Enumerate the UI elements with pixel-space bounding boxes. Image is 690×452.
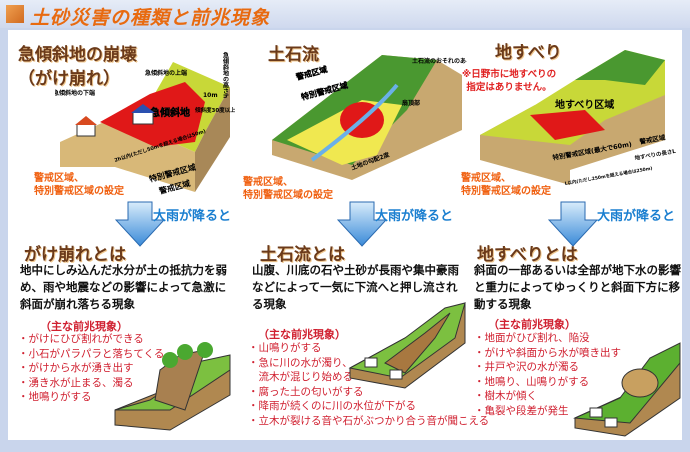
debris-flow-description: 山腹、川底の石や土砂が長雨や集中豪雨などによって一気に下流へと押し流される現象 bbox=[252, 263, 459, 311]
stream-line bbox=[310, 83, 399, 162]
debris-flow-diagram: 土石流のおそれのある渓流 警戒区域 特別警戒区域 扇頂部 土地の勾配2度 bbox=[272, 55, 467, 180]
tree-icon bbox=[177, 344, 193, 360]
debris-flow-illustration bbox=[348, 302, 466, 389]
down-arrow-icon bbox=[548, 201, 598, 247]
heavy-rain-label-2: 大雨が降ると bbox=[375, 209, 454, 224]
tree-icon bbox=[197, 342, 213, 358]
house-icon bbox=[589, 407, 603, 418]
forest-area bbox=[575, 50, 665, 85]
list-item: ・湧き水が止まる、濁る bbox=[18, 376, 134, 389]
label-length: 地すべりの長さL bbox=[634, 147, 677, 162]
label-10m: 10m bbox=[203, 92, 218, 99]
house-icon bbox=[604, 417, 618, 428]
house-roof bbox=[75, 116, 97, 125]
designation-line: 特別警戒区域の設定 bbox=[461, 186, 551, 197]
label-apex: 扇頂部 bbox=[402, 99, 420, 107]
landslide-illustration bbox=[573, 342, 681, 437]
signs-list-1: ・がけにひび割れができる・小石がパラパラと落ちてくる・がけから水が湧き出す・湧き… bbox=[18, 332, 164, 405]
cliff-collapse-description: 地中にしみ込んだ水分が土の抵抗力を弱め、雨や地震などの影響によって急激に斜面が崩… bbox=[20, 263, 227, 311]
list-item: 流木が混じり始める bbox=[248, 371, 353, 383]
list-item: ・がけから水が湧き出す bbox=[18, 362, 134, 374]
heading-cliff-collapse-sub: （がけ崩れ） bbox=[18, 69, 120, 89]
designation-line: 特別警戒区域の設定 bbox=[243, 190, 333, 201]
designation-text-3: 警戒区域、特別警戒区域の設定 bbox=[461, 172, 551, 198]
house-icon bbox=[132, 111, 154, 125]
list-item: ・山鳴りがする bbox=[248, 342, 322, 354]
signs-list-3: ・地面がひび割れ、陥没・がけや斜面から水が噴き出す・井戸や沢の水が濁る・地鳴り、… bbox=[474, 331, 621, 418]
cliff-face bbox=[195, 87, 230, 192]
list-item: ・井戸や沢の水が濁る bbox=[474, 361, 579, 373]
designation-line: 特別警戒区域の設定 bbox=[34, 186, 124, 197]
list-item: ・降雨が続くのに川の水位が下がる bbox=[248, 400, 416, 412]
landslide-description: 斜面の一部あるいは全部が地下水の影響と重力によってゆっくりと斜面下方に移動する現… bbox=[474, 263, 681, 311]
title-bar bbox=[0, 0, 690, 28]
list-item: ・地面がひび割れ、陥没 bbox=[474, 332, 590, 344]
list-item: ・亀裂や段差が発生 bbox=[474, 404, 569, 417]
signs-title-3: （主な前兆現象） bbox=[488, 318, 576, 331]
label-area: 地すべり区域 bbox=[555, 98, 614, 111]
label-slope: 急傾斜地 bbox=[150, 106, 190, 119]
list-item: ・急に川の水が濁り、 bbox=[248, 356, 353, 369]
signs-list-2: ・山鳴りがする・急に川の水が濁り、 流木が混じり始める・腐った土の匂いがする・降… bbox=[248, 341, 489, 428]
note-line: ※日野市に地すべりの bbox=[462, 69, 557, 80]
label-upper: 急傾斜地の上端 bbox=[145, 69, 187, 77]
what-is-cliff-collapse: がけ崩れとは bbox=[24, 245, 126, 265]
list-item: ・地鳴りがする bbox=[18, 391, 92, 403]
designation-text-1: 警戒区域、特別警戒区域の設定 bbox=[34, 172, 124, 198]
list-item: ・立木が裂ける音や石がぶつかり合う音が聞こえる bbox=[248, 414, 490, 427]
house-icon bbox=[389, 369, 403, 380]
special-zone-area bbox=[530, 110, 605, 140]
heading-debris-flow: 土石流 bbox=[268, 45, 319, 65]
house-roof bbox=[131, 104, 155, 113]
label-zone: 警戒区域 bbox=[294, 64, 328, 82]
page-title: 土砂災害の種類と前兆現象 bbox=[30, 7, 271, 29]
house-icon bbox=[76, 123, 96, 137]
hino-note: ※日野市に地すべりの指定はありません。 bbox=[462, 68, 556, 94]
cliff-collapse-diagram: 急傾斜地 急傾斜地の上端 急傾斜地の下端 10m 傾斜度30度以上 急傾斜地の高… bbox=[55, 51, 235, 196]
designation-text-2: 警戒区域、特別警戒区域の設定 bbox=[243, 176, 333, 202]
signs-title-2: （主な前兆現象） bbox=[258, 328, 346, 341]
list-item: ・地鳴り、山鳴りがする bbox=[474, 375, 590, 388]
cliff-collapse-illustration bbox=[114, 342, 231, 431]
down-arrow-icon bbox=[337, 201, 387, 247]
list-item: ・小石がパラパラと落ちてくる bbox=[18, 347, 165, 360]
down-arrow-icon bbox=[115, 201, 165, 247]
designation-line: 警戒区域、 bbox=[34, 173, 84, 184]
list-item: ・がけや斜面から水が噴き出す bbox=[474, 346, 621, 359]
signs-title-1: （主な前兆現象） bbox=[40, 320, 128, 333]
list-item: ・腐った土の匂いがする bbox=[248, 385, 364, 398]
designation-line: 警戒区域、 bbox=[243, 177, 293, 188]
list-item: ・がけにひび割れができる bbox=[18, 333, 144, 345]
house-icon bbox=[364, 357, 378, 368]
heading-cliff-collapse: 急傾斜地の崩壊 bbox=[18, 45, 137, 65]
designation-line: 警戒区域、 bbox=[461, 173, 511, 184]
heading-landslide: 地すべり bbox=[495, 43, 562, 63]
heavy-rain-label-3: 大雨が降ると bbox=[597, 209, 676, 224]
label-angle: 傾斜度30度以上 bbox=[194, 106, 235, 114]
what-is-landslide: 地すべりとは bbox=[477, 245, 578, 265]
label-lower: 急傾斜地の下端 bbox=[55, 89, 95, 97]
title-square-icon bbox=[6, 5, 24, 23]
what-is-debris-flow: 土石流とは bbox=[260, 245, 345, 265]
landslide-diagram: 地すべり区域 特別警戒区域(最大で60m) 警戒区域 地すべりの長さL L以内(… bbox=[480, 50, 677, 187]
list-item: ・樹木が傾く bbox=[474, 390, 537, 402]
note-line: 指定はありません。 bbox=[466, 82, 552, 93]
tree-icon bbox=[162, 352, 178, 368]
label-stream: 土石流のおそれのある渓流 bbox=[412, 57, 467, 65]
label-height: 急傾斜地の高さh bbox=[222, 51, 230, 98]
label-distance: L以内(ただし250mを超える場合は250m) bbox=[564, 165, 653, 187]
heavy-rain-label-1: 大雨が降ると bbox=[153, 209, 232, 224]
